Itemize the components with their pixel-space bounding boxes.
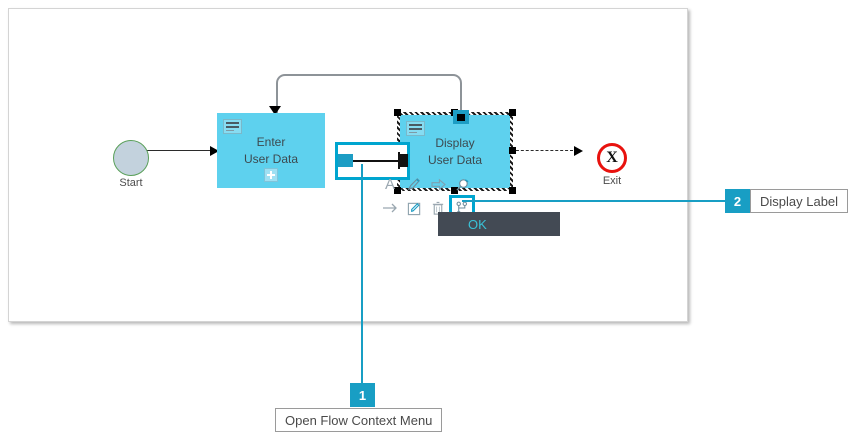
display-to-exit-arrowhead: [574, 146, 583, 156]
top-connector-anchor[interactable]: [453, 110, 469, 124]
connector-target-handle[interactable]: [400, 154, 408, 167]
resize-handle-nw[interactable]: [394, 109, 401, 116]
form-icon: [223, 119, 242, 134]
start-node-label: Start: [119, 177, 143, 189]
ok-tooltip[interactable]: OK: [438, 212, 560, 236]
start-to-enter-arrowhead: [210, 146, 219, 156]
start-node[interactable]: [113, 140, 149, 176]
selected-connector-line: [345, 160, 403, 162]
resize-handle-s[interactable]: [451, 187, 458, 194]
callout-1-badge: 1: [350, 383, 375, 407]
arrow-right-icon[interactable]: [427, 173, 449, 195]
display-user-data-label: Display User Data: [427, 135, 483, 167]
callout-1-label: Open Flow Context Menu: [275, 408, 443, 432]
connector-target-bar: [398, 152, 400, 169]
enter-user-data-node[interactable]: Enter User Data: [217, 113, 325, 188]
edit-icon[interactable]: [403, 197, 425, 219]
connector-source-handle[interactable]: [338, 154, 353, 167]
exit-node-label: Exit: [602, 175, 622, 187]
flow-diagram-canvas[interactable]: Start Enter User Data Display User Data: [8, 8, 688, 322]
loopback-arrowhead: [269, 106, 281, 115]
form-icon: [406, 121, 425, 136]
resize-handle-se[interactable]: [509, 187, 516, 194]
callout-2-badge: 2: [725, 189, 750, 213]
loopback-connector[interactable]: [276, 74, 462, 122]
arrow-icon[interactable]: [379, 197, 401, 219]
start-to-enter-connector[interactable]: [141, 150, 211, 151]
text-icon[interactable]: A: [379, 173, 401, 195]
callout-1-leader-line: [361, 164, 363, 384]
resize-handle-e[interactable]: [509, 147, 516, 154]
paint-stamp-icon[interactable]: [451, 173, 473, 195]
callout-2-leader-line: [462, 200, 728, 202]
expand-plus-icon[interactable]: [264, 168, 278, 182]
resize-handle-ne[interactable]: [509, 109, 516, 116]
brush-icon[interactable]: [403, 173, 425, 195]
callout-2-label: Display Label: [750, 189, 849, 213]
enter-user-data-label: Enter User Data: [243, 134, 299, 166]
display-to-exit-connector[interactable]: [511, 150, 573, 151]
text-icon-glyph: A: [384, 175, 395, 193]
ok-tooltip-label: OK: [468, 216, 487, 232]
resize-handle-sw[interactable]: [394, 187, 401, 194]
exit-node[interactable]: X: [597, 143, 627, 173]
